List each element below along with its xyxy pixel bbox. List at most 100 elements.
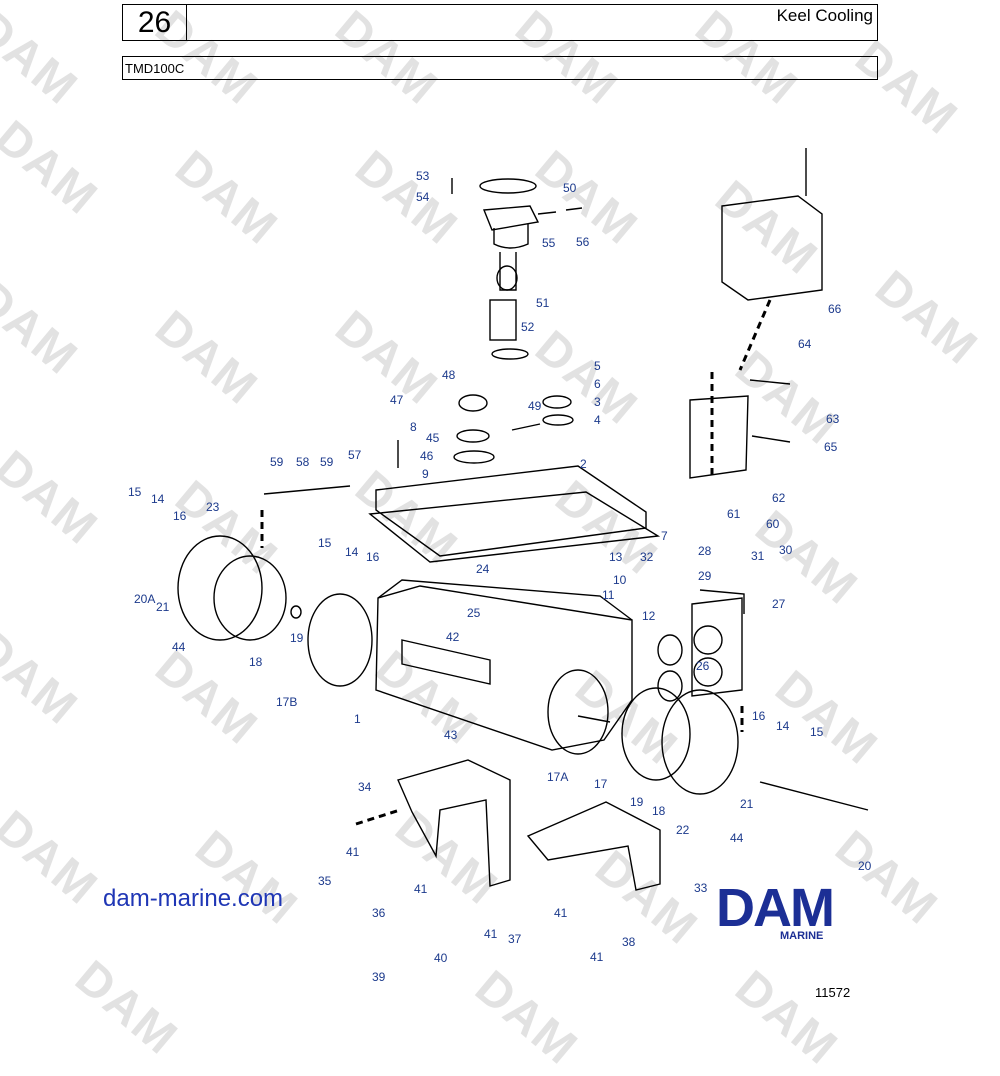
callout-34: 34 xyxy=(358,780,372,794)
dam-logo: DAM xyxy=(716,878,835,936)
page-number: 26 xyxy=(123,5,187,40)
callout-33: 33 xyxy=(694,881,708,895)
part-4-ring xyxy=(542,414,574,426)
callout-21: 21 xyxy=(740,797,754,811)
part-17B-sleeve xyxy=(307,593,373,687)
page-title: Keel Cooling xyxy=(776,6,873,25)
callout-29: 29 xyxy=(698,569,712,583)
callout-6: 6 xyxy=(594,377,601,391)
part-stem xyxy=(499,252,517,291)
part-34-bracket xyxy=(397,759,511,887)
part-55-56 xyxy=(537,207,583,215)
website-url[interactable]: dam-marine.com xyxy=(103,885,284,912)
part-sensor-plate xyxy=(689,395,749,479)
callout-17B: 17B xyxy=(276,695,297,709)
callout-14: 14 xyxy=(776,719,790,733)
part-20-bolt xyxy=(759,781,869,811)
diagram-parts xyxy=(177,148,869,891)
callout-24: 24 xyxy=(476,562,490,576)
callout-19: 19 xyxy=(630,795,644,809)
part-50-housing xyxy=(482,205,540,231)
callout-8: 8 xyxy=(410,420,417,434)
logo-text: DAM xyxy=(716,878,833,936)
callout-37: 37 xyxy=(508,932,522,946)
part-17A-bore xyxy=(547,669,609,755)
callout-51: 51 xyxy=(536,296,550,310)
callout-17A: 17A xyxy=(547,770,568,784)
callout-41: 41 xyxy=(414,882,428,896)
callout-42: 42 xyxy=(446,630,460,644)
callout-26: 26 xyxy=(696,659,710,673)
callout-54: 54 xyxy=(416,190,430,204)
part-26-hole-a xyxy=(693,625,723,655)
part-50-lid xyxy=(479,178,537,194)
callout-41: 41 xyxy=(484,927,498,941)
callout-57: 57 xyxy=(348,448,362,462)
callout-9: 9 xyxy=(422,467,429,481)
callout-41: 41 xyxy=(554,906,568,920)
callout-36: 36 xyxy=(372,906,386,920)
callout-58: 58 xyxy=(296,455,310,469)
callout-16: 16 xyxy=(173,509,187,523)
callout-50: 50 xyxy=(563,181,577,195)
callout-27: 27 xyxy=(772,597,786,611)
callout-10: 10 xyxy=(613,573,627,587)
callout-44: 44 xyxy=(172,640,186,654)
callout-25: 25 xyxy=(467,606,481,620)
part-26-hole-b xyxy=(693,657,723,687)
callout-59: 59 xyxy=(320,455,334,469)
part-26-ring-b xyxy=(657,670,683,702)
part-57-59-hose xyxy=(263,485,351,495)
part-48-cap xyxy=(458,394,488,412)
callout-49: 49 xyxy=(528,399,542,413)
part-66-junction-box xyxy=(721,195,823,301)
part-7-gasket xyxy=(368,491,661,563)
callout-5: 5 xyxy=(594,359,601,373)
callout-15: 15 xyxy=(128,485,142,499)
part-45-ring xyxy=(456,429,490,443)
callout-66: 66 xyxy=(828,302,842,316)
callout-43: 43 xyxy=(444,728,458,742)
callout-16: 16 xyxy=(366,550,380,564)
callout-3: 3 xyxy=(594,395,601,409)
callout-47: 47 xyxy=(390,393,404,407)
callout-62: 62 xyxy=(772,491,786,505)
callout-48: 48 xyxy=(442,368,456,382)
callout-19: 19 xyxy=(290,631,304,645)
callout-22: 22 xyxy=(676,823,690,837)
part-42-nameplate xyxy=(401,639,491,685)
part-27-bracket xyxy=(699,589,745,614)
callout-32: 32 xyxy=(640,550,654,564)
dashed-leaders xyxy=(260,299,772,826)
callout-44: 44 xyxy=(730,831,744,845)
part-17-sleeve xyxy=(621,687,691,781)
callout-15: 15 xyxy=(810,725,824,739)
callout-1: 1 xyxy=(354,712,361,726)
callout-18: 18 xyxy=(249,655,263,669)
callout-4: 4 xyxy=(594,413,601,427)
callout-23: 23 xyxy=(206,500,220,514)
part-33-bracket xyxy=(526,801,661,891)
callout-28: 28 xyxy=(698,544,712,558)
callout-39: 39 xyxy=(372,970,386,984)
callout-55: 55 xyxy=(542,236,556,250)
callout-12: 12 xyxy=(642,609,656,623)
callout-13: 13 xyxy=(609,550,623,564)
callout-59: 59 xyxy=(270,455,284,469)
callout-20A: 20A xyxy=(134,592,155,606)
callout-16: 16 xyxy=(752,709,766,723)
header-box: 26 Keel Cooling xyxy=(122,4,878,41)
part-46-ring xyxy=(453,450,495,464)
callout-11: 11 xyxy=(602,588,615,602)
part-52-gasket xyxy=(491,348,529,360)
callout-21: 21 xyxy=(156,600,170,614)
callout-40: 40 xyxy=(434,951,448,965)
part-23-endcap xyxy=(177,535,263,641)
callout-31: 31 xyxy=(751,549,765,563)
part-22-endcap xyxy=(661,689,739,795)
part-49-pin xyxy=(511,423,541,431)
callout-14: 14 xyxy=(151,492,165,506)
callout-65: 65 xyxy=(824,440,838,454)
figure-number: 11572 xyxy=(815,985,851,1000)
part-19-ring xyxy=(290,605,302,619)
